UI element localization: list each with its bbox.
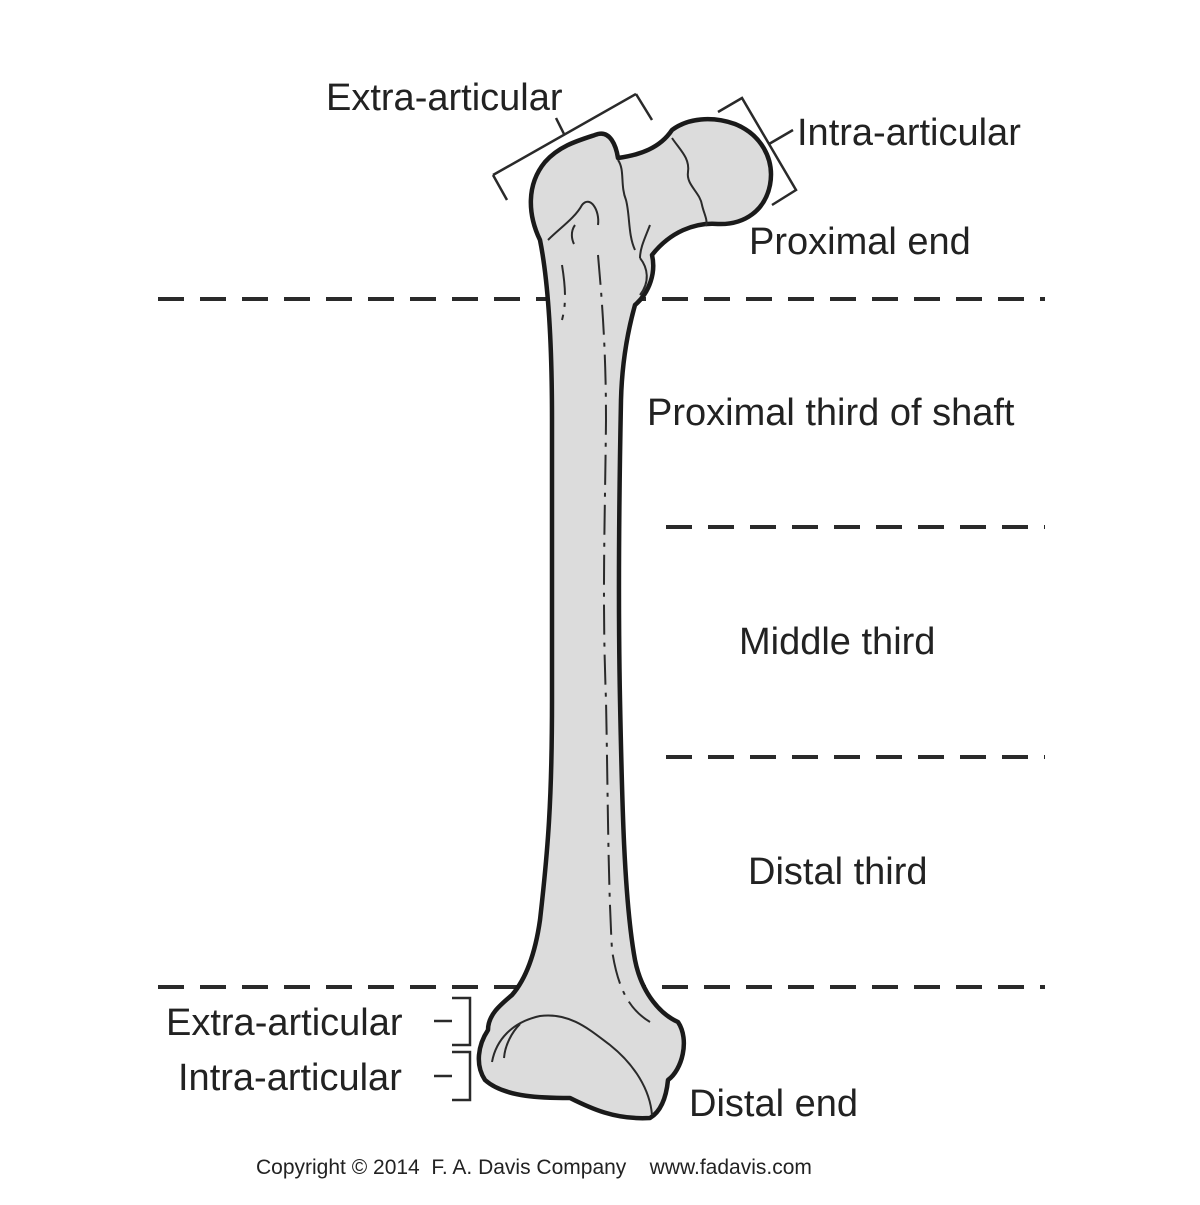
distal-intra-articular-bracket: [434, 1050, 472, 1102]
femur-bone: [476, 117, 774, 1121]
distal-extra-articular-bracket: [434, 996, 472, 1047]
label-proximal-extra-articular: Extra-articular: [326, 77, 563, 119]
condyle-line: [491, 1014, 653, 1116]
label-proximal-end: Proximal end: [749, 221, 971, 263]
condyle-notch: [503, 1023, 521, 1059]
label-distal-end: Distal end: [689, 1083, 858, 1125]
label-distal-extra-articular: Extra-articular: [166, 1002, 403, 1044]
label-proximal-intra-articular: Intra-articular: [797, 112, 1021, 154]
proximal-extra-articular-bracket: [491, 92, 654, 201]
label-distal-intra-articular: Intra-articular: [178, 1057, 402, 1099]
neck-line-upper: [617, 159, 636, 251]
shaft-left-line: [561, 264, 566, 321]
copyright-notice: Copyright © 2014 F. A. Davis Company www…: [256, 1156, 812, 1179]
label-proximal-third-of-shaft: Proximal third of shaft: [647, 392, 1015, 434]
linea-aspera-line: [597, 254, 651, 1023]
lesser-trochanter-line: [639, 257, 648, 296]
label-middle-third: Middle third: [739, 621, 935, 663]
neck-line-lower: [639, 224, 651, 259]
head-neck-junction: [671, 137, 708, 227]
proximal-intra-articular-bracket: [717, 96, 798, 207]
greater-trochanter-line: [547, 200, 600, 245]
label-distal-third: Distal third: [748, 851, 928, 893]
